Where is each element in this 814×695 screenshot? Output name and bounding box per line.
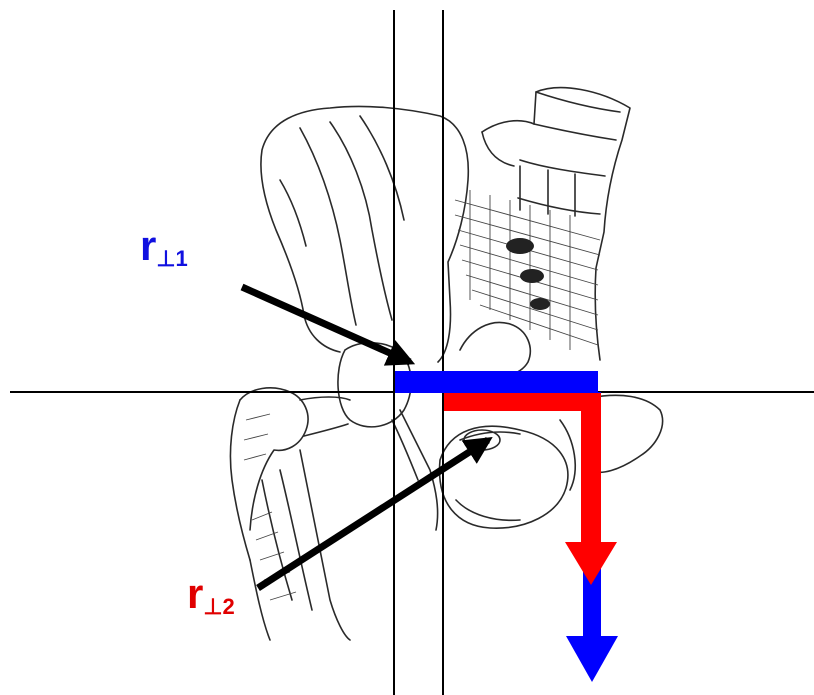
lever-arms bbox=[395, 371, 618, 682]
ilium-outline bbox=[261, 106, 468, 362]
pointer-arrow-1 bbox=[242, 287, 410, 362]
label-r-perp-2-subscript: ⊥2 bbox=[203, 594, 234, 619]
pelvic-inlet-outline bbox=[460, 322, 530, 376]
pointer-arrow-2 bbox=[258, 440, 488, 588]
greater-trochanter-outline bbox=[240, 388, 308, 530]
label-r-perp-2-main: r bbox=[187, 570, 203, 617]
pointer-arrows bbox=[242, 287, 488, 588]
femoral-shaft-outline bbox=[250, 450, 350, 640]
lever-arm-2 bbox=[444, 393, 598, 411]
reference-lines bbox=[10, 10, 814, 695]
lever-arm-1 bbox=[395, 371, 598, 393]
label-r-perp-1: r⊥1 bbox=[140, 222, 188, 271]
label-r-perp-1-main: r bbox=[140, 222, 156, 269]
obturator-outline bbox=[440, 426, 568, 528]
force-vector-1-arrowhead bbox=[566, 636, 618, 682]
label-r-perp-1-subscript: ⊥1 bbox=[156, 246, 187, 271]
label-r-perp-2: r⊥2 bbox=[187, 570, 235, 619]
force-vector-2-arrowhead bbox=[565, 542, 617, 585]
force-vector-2-shaft bbox=[581, 393, 601, 543]
